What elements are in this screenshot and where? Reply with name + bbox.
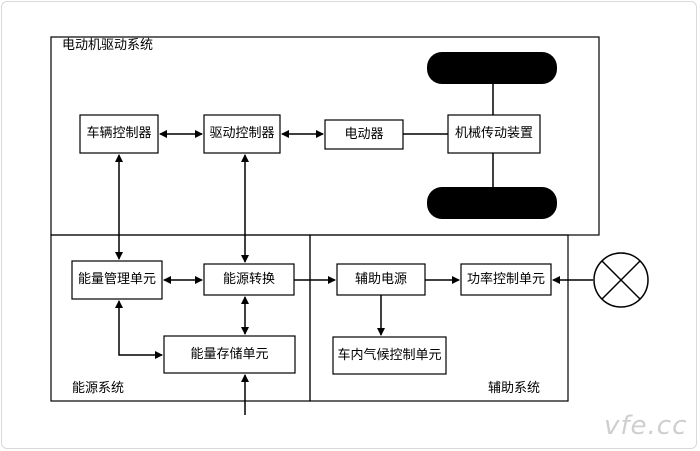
auxiliary-system-label: 辅助系统	[488, 381, 541, 396]
mechanical-transmission-box	[447, 114, 541, 154]
vehicle-controller-box	[79, 114, 159, 154]
climate-control-unit-label: 车内气候控制单元	[337, 347, 442, 363]
power-control-unit-label: 功率控制单元	[466, 271, 545, 287]
energy-conversion-box	[203, 263, 295, 296]
auxiliary-system-region	[309, 234, 569, 402]
energy-storage-unit-box	[163, 335, 296, 374]
drive-controller-label: 驱动控制器	[209, 126, 275, 141]
power-control-unit-box	[460, 263, 552, 296]
arrow-mgmt-storage	[115, 300, 163, 359]
motor-drive-system-label: 电动机驱动系统	[62, 38, 154, 53]
energy-management-unit-box	[71, 260, 163, 300]
watermark-text: vfe.cc	[604, 411, 688, 441]
energy-conversion-label: 能源转换	[222, 271, 275, 287]
mechanical-transmission-label: 机械传动装置	[454, 126, 533, 141]
lamp-load-icon	[593, 252, 649, 308]
drive-controller-box	[203, 114, 281, 154]
energy-system-region	[50, 234, 311, 402]
energy-storage-unit-label: 能量存储单元	[190, 346, 269, 362]
climate-control-unit-box	[332, 336, 447, 375]
wheel-top	[427, 52, 557, 84]
vehicle-controller-label: 车辆控制器	[86, 126, 152, 141]
energy-system-label: 能源系统	[72, 381, 125, 396]
motor-label: 电动器	[344, 126, 384, 142]
wheel-bottom	[427, 187, 557, 219]
auxiliary-power-label: 辅助电源	[354, 271, 407, 287]
energy-management-unit-label: 能量管理单元	[77, 272, 156, 287]
